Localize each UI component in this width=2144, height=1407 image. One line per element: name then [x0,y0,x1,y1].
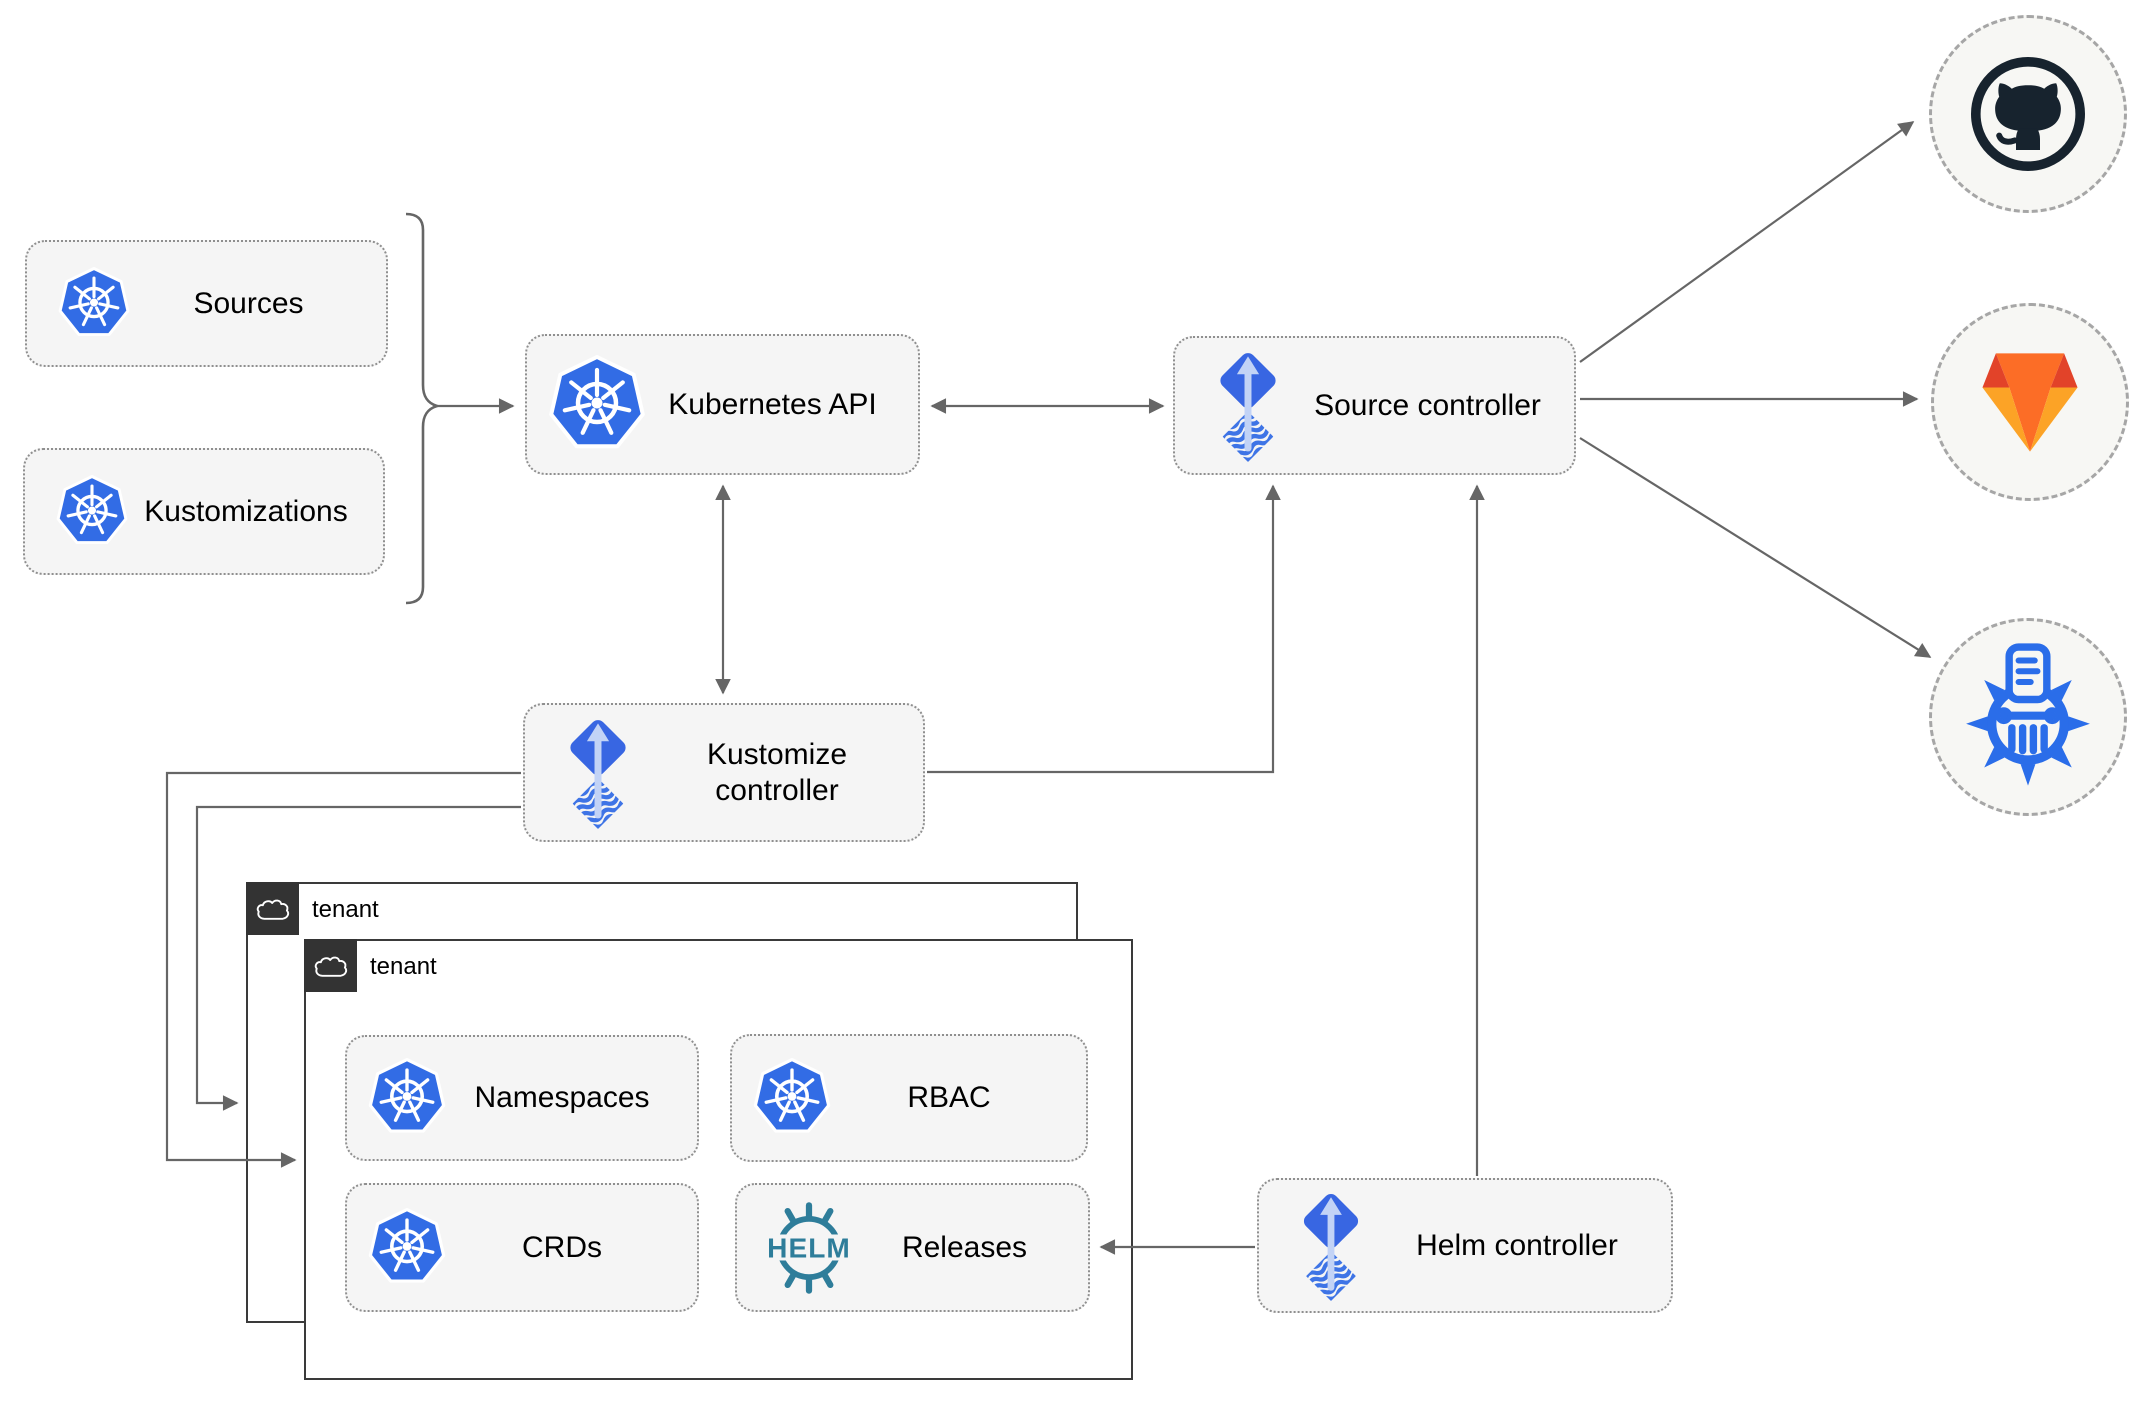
cloud-icon [255,896,291,922]
flux-icon [1195,350,1301,462]
node-sources: Sources [25,240,388,367]
node-namespaces: Namespaces [345,1035,699,1161]
tenant-label: tenant [370,953,437,980]
flux-icon [1279,1191,1383,1301]
helm-logo-text: HELM [767,1232,851,1263]
edge-source-to-registry [1579,437,1932,658]
kubernetes-icon [752,1058,832,1138]
node-label: Namespaces [474,1081,650,1114]
node-label: Helm controller [1416,1228,1618,1262]
kubernetes-icon [55,475,129,549]
flux-icon [545,717,651,829]
tenant-badge [304,939,357,992]
node-kubernetes-api: Kubernetes API [525,334,920,475]
remote-gitlab [1931,303,2129,501]
node-rbac: RBAC [730,1034,1088,1162]
node-label: Kustomize controller [706,737,848,807]
node-crds: CRDs [345,1183,699,1312]
kubernetes-icon [367,1058,447,1138]
node-kustomizations: Kustomizations [23,448,385,575]
node-label: Releases [901,1230,1028,1264]
remote-github [1929,15,2127,213]
node-label: Kubernetes API [668,387,877,421]
edge-kustomize-to-source-controller [927,484,1281,774]
kubernetes-icon [367,1208,447,1288]
node-kustomize-controller: Kustomize controller [523,703,925,842]
kubernetes-icon [57,267,131,341]
cloud-icon [313,953,349,979]
node-releases: HELM Releases [735,1183,1090,1312]
node-source-controller: Source controller [1173,336,1576,475]
brace-sources-group [405,212,442,605]
node-label: Sources [193,286,304,320]
registry-icon [1954,643,2102,791]
kubernetes-icon [547,355,647,455]
node-helm-controller: Helm controller [1257,1178,1673,1313]
helm-icon: HELM [757,1196,861,1300]
node-label: Kustomizations [144,494,348,528]
edge-source-to-github [1579,121,1915,363]
node-label: RBAC [907,1081,991,1114]
gitlab-icon [1968,348,2092,457]
github-icon [1968,54,2088,174]
node-label: CRDs [522,1230,602,1264]
remote-registry [1929,618,2127,816]
node-label: Source controller [1314,388,1541,422]
tenant-badge [246,882,299,935]
tenant-label: tenant [312,896,379,923]
